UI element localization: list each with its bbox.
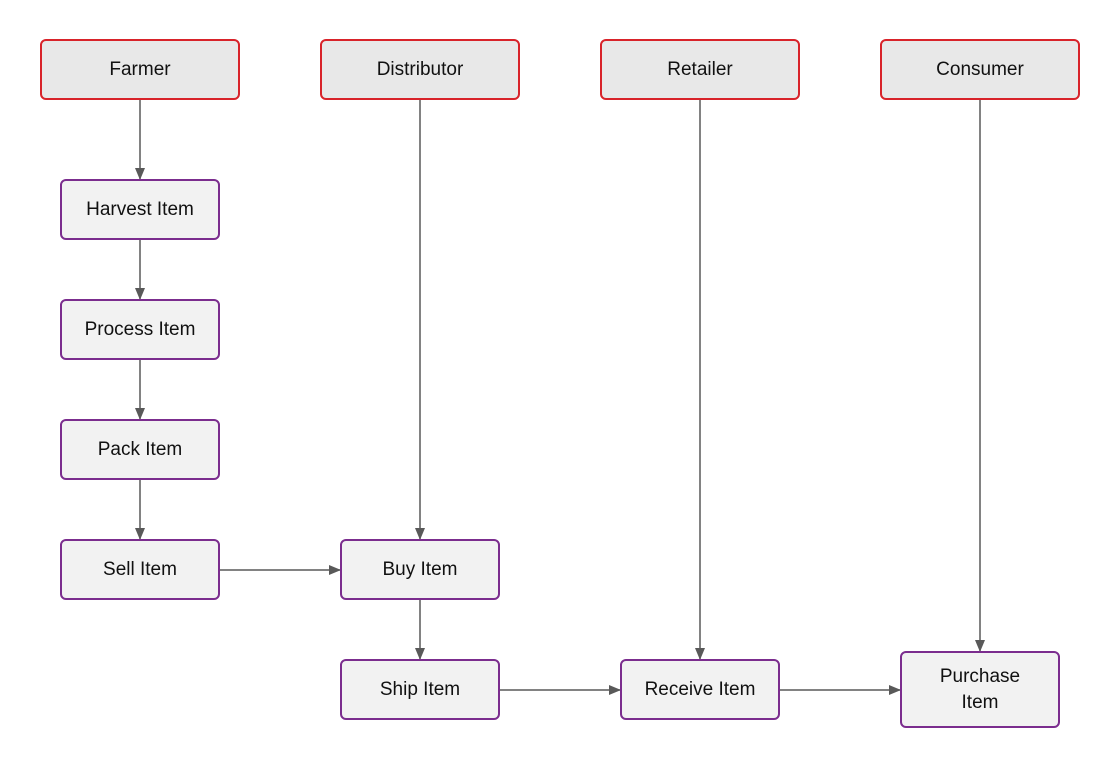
step-process: Process Item [60,299,220,360]
step-receive-label: Receive Item [644,678,756,700]
actor-retailer: Retailer [600,39,800,100]
actor-consumer-label: Consumer [936,58,1024,80]
step-receive: Receive Item [620,659,780,720]
actor-consumer: Consumer [880,39,1080,100]
step-ship: Ship Item [340,659,500,720]
actor-farmer: Farmer [40,39,240,100]
step-pack-label: Pack Item [97,438,183,460]
actor-distributor-label: Distributor [376,58,464,80]
step-purchase: Purchase Item [900,651,1060,728]
step-harvest-label: Harvest Item [86,198,194,220]
step-sell: Sell Item [60,539,220,600]
actor-distributor: Distributor [320,39,520,100]
step-buy-label: Buy Item [382,558,458,580]
step-harvest: Harvest Item [60,179,220,240]
step-process-label: Process Item [84,318,196,340]
step-pack: Pack Item [60,419,220,480]
actor-farmer-label: Farmer [109,58,171,80]
step-purchase-label: Purchase Item [939,665,1021,713]
step-ship-label: Ship Item [379,678,461,700]
step-buy: Buy Item [340,539,500,600]
actor-retailer-label: Retailer [667,58,733,80]
step-sell-label: Sell Item [103,558,177,580]
